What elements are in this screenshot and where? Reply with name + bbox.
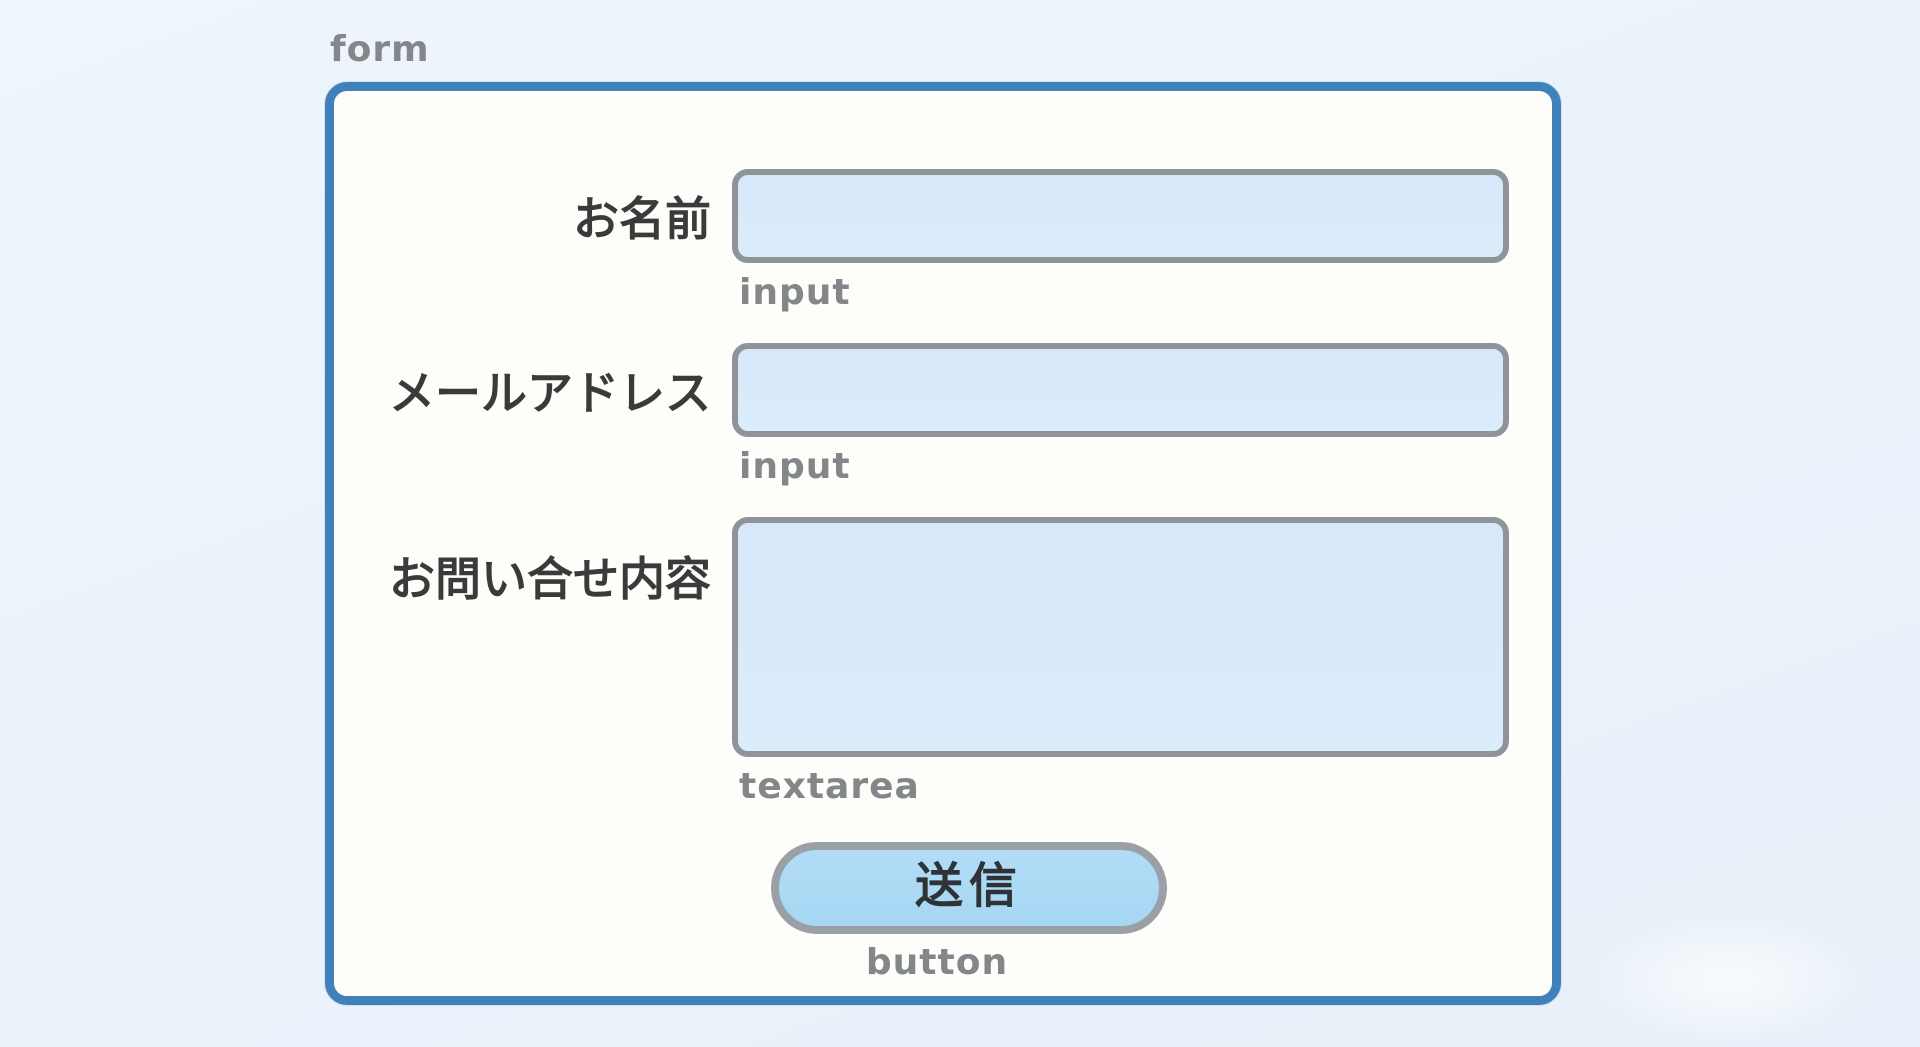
name-input-tag-label: input (739, 272, 851, 313)
email-input-tag-label: input (739, 446, 851, 487)
background-artifact (1580, 910, 1880, 1047)
form-tag-label: form (330, 29, 430, 70)
submit-button-tag-label: button (865, 942, 1009, 983)
message-textarea-tag-label: textarea (739, 766, 920, 807)
message-field-label: お問い合せ内容 (389, 552, 711, 606)
email-field-label: メールアドレス (389, 366, 711, 420)
email-input[interactable] (732, 343, 1509, 437)
name-field-label: お名前 (573, 192, 711, 246)
message-textarea[interactable] (732, 517, 1509, 757)
submit-button[interactable]: 送信 (771, 842, 1167, 934)
name-input[interactable] (732, 169, 1509, 263)
contact-form: お名前 input メールアドレス input お問い合せ内容 textarea… (325, 82, 1561, 1005)
